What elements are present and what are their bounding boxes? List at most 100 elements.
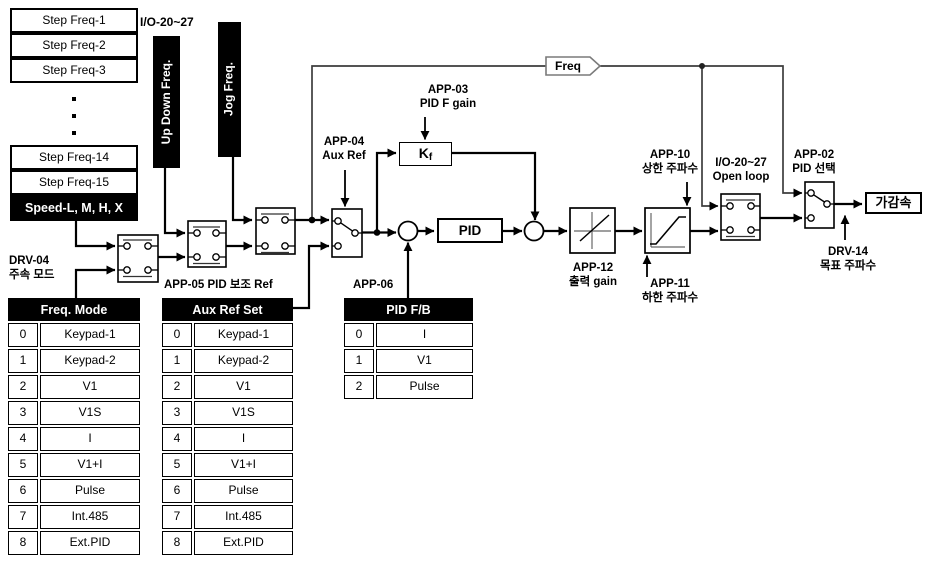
drv14-label: DRV-14 목표 주파수 [808,246,888,273]
row-value: Pulse [40,479,140,503]
row-value: Pulse [194,479,293,503]
row-value: V1 [194,375,293,399]
row-value: Ext.PID [40,531,140,555]
row-value: Ext.PID [194,531,293,555]
label-arrows [340,117,850,277]
drv04-label: DRV-04 주속 모드 [9,255,55,282]
row-value: V1 [40,375,140,399]
kf-sub-text: f [428,152,433,163]
junction-aux-out [373,229,381,236]
row-no: 0 [8,323,38,347]
aux-ref-switch [331,208,363,258]
row-no: 5 [8,453,38,477]
switch-3 [255,207,296,255]
row-no: 8 [8,531,38,555]
step-freq-row: Step Freq-15 [10,170,138,195]
drv14-line2: 목표 주파수 [819,259,877,272]
row-no: 5 [162,453,192,477]
app12-line2: 출력 gain [569,275,617,288]
row-value: I [40,427,140,451]
app12-label: APP-12 출력 gain [553,262,633,289]
app03-label: APP-03 PID F gain [408,84,488,111]
row-value: I [376,323,473,347]
row-value: I [194,427,293,451]
row-no: 6 [162,479,192,503]
app02-line1: APP-02 [793,149,835,161]
row-value: V1 [376,349,473,373]
kf-block: Kf [399,142,452,166]
open-loop-line2: Open loop [712,170,770,183]
pid-block: PID [437,218,503,243]
row-value: Int.485 [194,505,293,529]
row-no: 3 [162,401,192,425]
row-value: Pulse [376,375,473,399]
row-no: 0 [344,323,374,347]
row-value: Keypad-2 [194,349,293,373]
limit-block [644,207,691,254]
row-no: 7 [162,505,192,529]
gain-block [569,207,616,254]
table-header: PID F/B [344,298,473,321]
step-freq-row: Step Freq-14 [10,145,138,170]
app04-line1: APP-04 [323,136,365,148]
row-no: 1 [344,349,374,373]
app05-label: APP-05 PID 보조 Ref [164,279,273,291]
app03-line1: APP-03 [427,84,469,96]
freq-flag-shape [545,56,602,76]
app02-line2: PID 선택 [792,162,836,175]
jog-freq-bar [218,22,241,157]
accel-decel-block: 가감속 [865,192,922,214]
row-no: 2 [162,375,192,399]
table-header: Aux Ref Set [162,298,293,321]
pid-select-switch [804,181,835,229]
app04-label: APP-04 Aux Ref [304,136,384,163]
io-top-label: I/O-20~27 [140,15,194,29]
step-freq-row: Step Freq-1 [10,8,138,33]
junction-freq-tap [308,216,316,224]
wire-freqmode-to-sw1 [74,265,116,298]
app11-line2: 하한 주파수 [641,291,699,304]
open-loop-line1: I/O-20~27 [715,157,767,169]
jog-freq-bar-label: Jog Freq. [221,62,236,117]
row-no: 1 [8,349,38,373]
step-freq-row: Step Freq-3 [10,58,138,83]
wire-jog-stem [231,157,253,225]
junction-freq-line [699,63,705,69]
switch-1 [117,234,159,283]
app11-label: APP-11 하한 주파수 [630,278,710,305]
wire-speed-to-sw1 [74,221,116,251]
app11-line1: APP-11 [650,278,690,290]
app02-label: APP-02 PID 선택 [774,149,854,176]
wire-auxtable-to-sw [293,241,330,310]
wire-updown-stem [163,168,186,238]
junction-dots [308,63,705,236]
row-no: 1 [162,349,192,373]
open-loop-label: I/O-20~27 Open loop [701,157,781,184]
row-no: 6 [8,479,38,503]
table-header: Freq. Mode [8,298,140,321]
speed-selected-row: Speed-L, M, H, X [10,195,138,221]
switch-2 [187,220,227,268]
wire-freq-tap [311,65,546,220]
app10-label: APP-10 상한 주파수 [630,149,710,176]
row-no: 0 [162,323,192,347]
updown-freq-bar [153,36,180,168]
app03-line2: PID F gain [419,97,477,110]
